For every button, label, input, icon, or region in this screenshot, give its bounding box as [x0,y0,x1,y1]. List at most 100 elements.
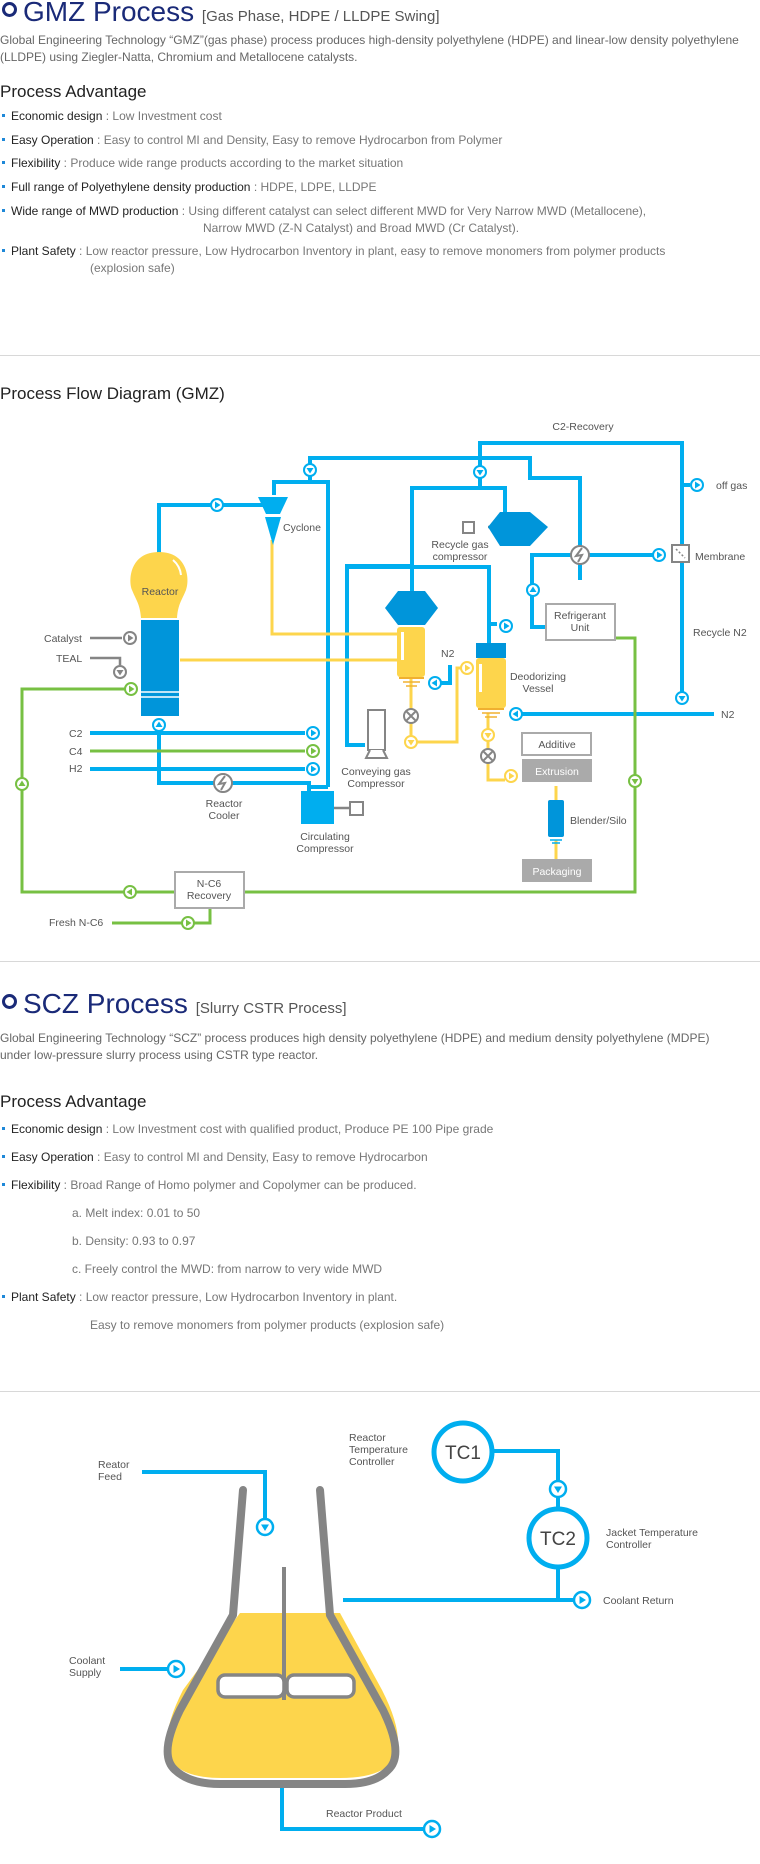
off-gas-label: off gas [716,480,747,492]
n2-right-label: N2 [721,709,735,721]
additive-box [521,732,592,756]
recycle-gas-compressor-label: Recycle gas [431,539,488,551]
teal-label: TEAL [56,653,82,665]
conveying-gas-compressor [364,709,389,759]
flow-arrow-left-icon [509,707,523,721]
flow-arrow-left-icon [123,885,137,899]
circulating-compressor-label: Compressor [296,843,354,855]
flow-arrow-right-icon [166,1659,186,1679]
packaging-label: Packaging [532,866,581,878]
gmz-process-flow-diagram: C2-Recovery off gas Membrane Recycle N2 … [15,421,747,930]
flow-arrow-right-icon [499,619,513,633]
tc2-label: TC2 [540,1529,576,1550]
advantage-item: Flexibility : Broad Range of Homo polyme… [0,1178,417,1192]
gmz-advantage-heading: Process Advantage [0,82,147,101]
flexibility-subitem: c. Freely control the MWD: from narrow t… [72,1262,383,1276]
flow-arrow-right-icon [690,478,704,492]
flow-arrow-left-icon [428,676,442,690]
refrigerant-unit-label: Refrigerant [554,610,606,622]
gmz-subtitle: [Gas Phase, HDPE / LLDPE Swing] [201,8,440,25]
flow-arrow-right-icon [123,631,137,645]
flow-arrow-up-icon [526,583,540,597]
c2-label: C2 [69,728,83,740]
membrane [671,544,690,563]
divider [0,355,760,356]
deodorizing-vessel-label: Deodorizing [510,671,566,683]
reactor-temp-controller-label: Reactor [349,1432,386,1444]
rotary-valve-icon [480,748,496,764]
rotary-valve-icon [403,708,419,724]
advantage-item: Economic design : Low Investment cost [0,109,222,123]
flexibility-subitem: a. Melt index: 0.01 to 50 [72,1206,201,1220]
reactor-cooler-label: Cooler [209,810,240,822]
reactor-product-label: Reactor Product [326,1808,402,1820]
flow-arrow-down-icon [303,463,317,477]
title-bullet-icon [2,2,17,18]
scz-subtitle: [Slurry CSTR Process] [195,1000,347,1017]
flow-arrow-up-icon [152,718,166,732]
gmz-intro: Global Engineering Technology “GMZ”(gas … [0,33,739,64]
refrigerant-unit [545,603,616,641]
reactor-flask [163,1486,400,1788]
reactor-cooler-icon [213,773,233,793]
flow-arrow-down-icon [548,1479,568,1499]
recycle-gas-compressor [462,512,548,546]
circulating-compressor [301,791,364,824]
coolant-supply-label: Coolant [69,1655,105,1667]
reactor-feed-line [142,1470,267,1520]
fresh-nc6-label: Fresh N-C6 [49,917,103,929]
flow-arrow-right-icon [306,726,320,740]
c2-recovery-label: C2-Recovery [552,421,614,433]
reactor-product-line [280,1788,425,1831]
flow-arrow-down-icon [113,665,127,679]
flow-arrows [15,463,704,930]
bullet-icon [2,1126,5,1130]
nc6-recovery-box [174,871,245,909]
advantage-item: Full range of Polyethylene density produ… [0,180,377,194]
advantage-item: Easy Operation : Easy to control MI and … [0,133,502,147]
flow-arrow-down-icon [473,465,487,479]
flow-arrow-right-icon [306,762,320,776]
recycle-n2-label: Recycle N2 [693,627,747,639]
flow-arrow-right-icon [504,769,518,783]
blender-silo [548,800,564,844]
flow-arrow-right-icon [210,498,224,512]
flow-arrow-right-icon [306,744,320,758]
reactor-temp-controller-label: Temperature [349,1444,408,1456]
conveying-gas-compressor-label: Conveying gas [341,766,410,778]
catalyst-label: Catalyst [44,633,82,645]
coolant-return-label: Coolant Return [603,1595,674,1607]
gmz-title-text: GMZ Process [23,0,195,27]
bullet-icon [2,208,5,212]
reactor-feed-label: Reator [98,1459,130,1471]
flexibility-subitem: b. Density: 0.93 to 0.97 [72,1234,196,1248]
reactor-feed-label: Feed [98,1471,122,1483]
additive-label: Additive [538,739,576,751]
bullet-icon [2,137,5,141]
jacket-temp-controller-label: Controller [606,1539,652,1551]
advantage-item: Economic design : Low Investment cost wi… [0,1122,493,1136]
flow-arrow-down-icon [481,728,495,742]
bullet-icon [2,113,5,117]
title-bullet-icon [2,994,17,1010]
flow-arrow-right-icon [572,1590,592,1610]
advantage-item: Wide range of MWD production : Using dif… [0,204,646,218]
flow-arrow-right-icon [124,682,138,696]
reactor-temp-controller-label: Controller [349,1456,395,1468]
flow-arrow-down-icon [255,1517,275,1537]
flow-arrow-right-icon [422,1819,442,1839]
advantage-item: Plant Safety : Low reactor pressure, Low… [0,1290,397,1304]
deodorizing-vessel-label: Vessel [523,683,554,695]
advantage-continuation: (explosion safe) [90,261,175,275]
bullet-icon [2,1154,5,1158]
flow-arrow-right-icon [652,548,666,562]
flow-arrow-down-icon [404,735,418,749]
flow-arrow-right-icon [460,661,474,675]
tc1-label: TC1 [445,1443,481,1464]
blue-gas-pipes [90,441,714,795]
recycle-gas-compressor-label: compressor [433,551,488,563]
extrusion-box [522,759,592,782]
bullet-icon [2,1182,5,1186]
divider [0,961,760,962]
scz-title-text: SCZ Process [23,988,188,1019]
